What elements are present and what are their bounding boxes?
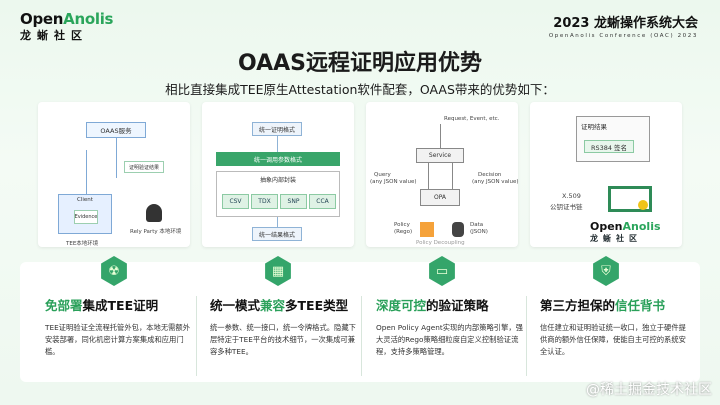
col1-title: 免部署集成TEE证明 [45,298,159,313]
unified-result-format: 统一结果格式 [252,227,302,241]
data-icon [452,222,464,237]
policy-label: Policy [394,222,410,228]
card-openanolis-cn: 龙蜥社区 [590,234,642,243]
chip-tdx: TDX [251,194,278,209]
card-deploy-diagram: OAAS服务 证明验证结果 Client Evidence TEE本地环境 Re… [38,102,190,247]
col3-desc: Open Policy Agent实现的内部策略引擎，强大灵活的Rego策略细粒… [376,323,523,356]
decision-label: Decision [478,172,502,178]
watermark: @稀土掘金技术社区 [586,382,712,398]
query-sub-label: (any JSON value) [370,179,417,185]
chip-snp: SNP [280,194,307,209]
page-title: OAAS远程证明应用优势 [237,51,482,76]
data-label: Data [470,222,484,228]
policy-sub-label: (Rego) [394,229,413,235]
relying-party-avatar [146,204,162,222]
col4-title: 第三方担保的信任背书 [540,298,666,313]
query-label: Query [374,172,391,178]
col4-desc: 信任建立和证明验证统一收口，独立于硬件提供商的额外信任保障，使能自主可控的系统安… [540,323,686,356]
card-trust-diagram: 证明结果 RS384 签名 X.509 公钥证书链 OpenAnolis 龙蜥社… [530,102,682,247]
decoupling-label: Policy Decoupling [416,240,465,246]
data-sub-label: (JSON) [470,229,488,235]
benefits-band [20,262,700,382]
tee-env-label: TEE本地环境 [66,241,99,247]
request-label: Request, Event, etc. [444,116,500,122]
oaas-service-box: OAAS服务 [86,122,146,138]
x509-label: X.509 [562,192,581,200]
evidence-box: Evidence [74,210,98,224]
tee-env-box: Client [58,194,112,234]
decision-sub-label: (any JSON value) [472,179,519,185]
card-openanolis-logo: OpenAnolis [590,220,661,233]
col2-desc: 统一参数、统一接口，统一令牌格式。隐藏下层特定于TEE平台的技术细节，一次集成可… [210,323,356,356]
card-opa-diagram: Request, Event, etc. Service Query (any … [366,102,518,247]
col3-title: 深度可控的验证策略 [376,298,489,313]
rs384-sign: RS384 签名 [584,140,634,153]
conference-title: 2023 龙蜥操作系统大会 [553,16,698,31]
conference-header: 2023 龙蜥操作系统大会 OpenAnolis Conference (OAC… [549,12,698,39]
col2-title: 统一模式兼容多TEE类型 [210,298,349,313]
page-subtitle: 相比直接集成TEE原生Attestation软件配套，OAAS带来的优势如下： [165,82,555,97]
openanolis-logo: OpenAnolis 龙蜥社区 [20,10,114,42]
medal-icon [638,200,648,210]
policy-icon [420,222,434,237]
conference-subtitle: OpenAnolis Conference (OAC) 2023 [548,33,698,39]
relying-party-label: Rely Party 本地环境 [130,229,182,235]
card-unified-diagram: 统一证明格式 统一调用参数格式 抽象内部封装 CSV TDX SNP CCA 统… [202,102,354,247]
unified-api-bar: 统一调用参数格式 [216,152,340,166]
shield-icon: ⛨ [593,256,619,286]
chip-cca: CCA [309,194,336,209]
opa-box: OPA [420,189,460,206]
service-box: Service [416,148,464,163]
unified-proof-format: 统一证明格式 [252,122,302,136]
cert-chain-label: 公钥证书链 [550,203,583,211]
chip-csv: CSV [222,194,249,209]
verify-result-box: 证明验证结果 [124,161,164,173]
radiation-icon: ☢ [101,256,127,286]
proof-result-box: 证明结果 [576,116,650,162]
col1-desc: TEE证明验证全流程托管外包，本地无需额外安装部署，同化机密计算方案集成和应用门… [45,323,191,356]
